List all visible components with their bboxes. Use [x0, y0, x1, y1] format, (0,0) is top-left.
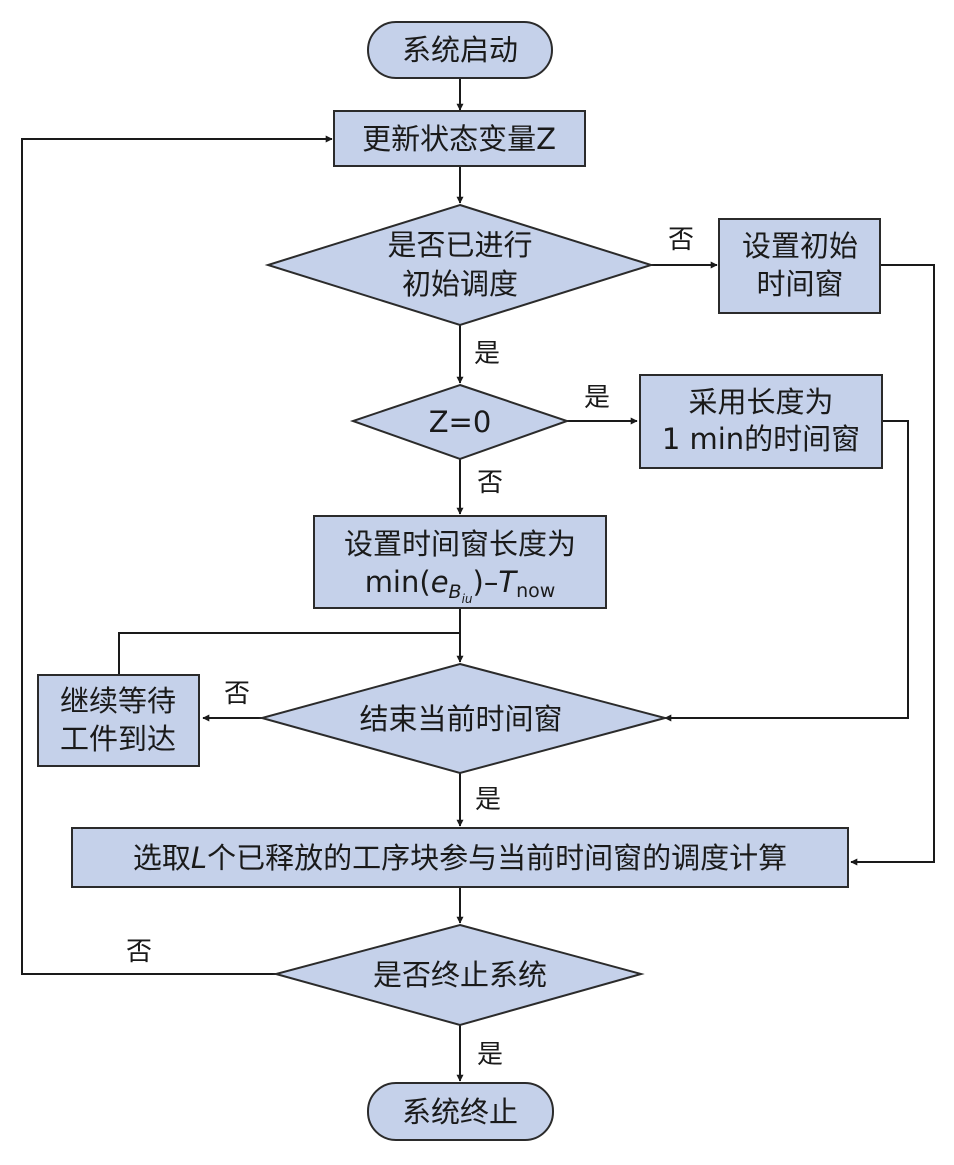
terminate-check-label: 是否终止系统	[373, 958, 547, 992]
edge-set-window-to-select	[850, 264, 935, 866]
edge-terminate-no-loop-back	[21, 135, 333, 975]
edge-label-window-yes: 是	[475, 785, 501, 815]
update-state-label: 更新状态变量Z	[362, 122, 556, 156]
set-initial-window-label-line2: 时间窗	[756, 267, 843, 301]
select-blocks-suffix: 个已释放的工序块参与当前时间窗的调度计算	[207, 841, 787, 875]
edge-label-window-no: 否	[224, 679, 250, 709]
one-min-window-node: 采用长度为 1 min的时间窗	[639, 374, 883, 469]
edge-label-z-no: 否	[477, 468, 503, 498]
formula-now: now	[516, 580, 555, 602]
one-min-window-label-line2: 1 min的时间窗	[662, 422, 860, 456]
edge-label-terminate-no: 否	[126, 937, 152, 967]
start-label: 系统启动	[402, 33, 518, 67]
edge-label-initial-no: 否	[668, 225, 694, 255]
select-blocks-label: 选取L个已释放的工序块参与当前时间窗的调度计算	[133, 841, 787, 875]
check-z-node: Z=0	[349, 383, 571, 461]
end-label: 系统终止	[402, 1095, 518, 1129]
edge-label-z-yes: 是	[584, 383, 610, 413]
edge-wait-loop-back	[118, 632, 460, 675]
check-initial-node: 是否已进行 初始调度	[264, 203, 655, 327]
start-node: 系统启动	[367, 21, 553, 79]
formula-min-open: min(	[365, 565, 431, 599]
set-window-length-label-line1: 设置时间窗长度为	[344, 527, 576, 561]
edge-label-initial-yes: 是	[474, 339, 500, 369]
set-window-length-node: 设置时间窗长度为 min(eBiu)–Tnow	[313, 515, 607, 609]
continue-wait-label-line2: 工件到达	[60, 722, 176, 756]
end-window-node: 结束当前时间窗	[258, 662, 669, 775]
formula-iu: iu	[462, 592, 473, 606]
set-initial-window-node: 设置初始 时间窗	[718, 218, 881, 314]
select-blocks-l: L	[191, 841, 207, 875]
one-min-window-label-line1: 采用长度为	[688, 385, 833, 419]
formula-e: e	[431, 565, 449, 599]
select-blocks-prefix: 选取	[133, 841, 191, 875]
check-initial-label-line1: 是否已进行	[387, 228, 532, 262]
continue-wait-label-line1: 继续等待	[60, 684, 176, 718]
formula-b: B	[449, 581, 462, 603]
edge-one-min-to-end-window	[664, 420, 909, 722]
set-initial-window-label-line1: 设置初始	[742, 229, 858, 263]
set-window-length-formula: min(eBiu)–Tnow	[365, 565, 556, 606]
select-blocks-node: 选取L个已释放的工序块参与当前时间窗的调度计算	[71, 827, 849, 888]
terminate-check-node: 是否终止系统	[272, 923, 645, 1027]
end-node: 系统终止	[367, 1082, 554, 1141]
continue-wait-node: 继续等待 工件到达	[37, 674, 200, 767]
check-z-label: Z=0	[429, 405, 492, 439]
end-window-label: 结束当前时间窗	[359, 702, 562, 736]
update-state-node: 更新状态变量Z	[333, 110, 586, 167]
formula-t: T	[498, 565, 518, 599]
edge-label-terminate-yes: 是	[477, 1040, 503, 1070]
check-initial-label-line2: 初始调度	[402, 267, 518, 301]
formula-close-minus: )–	[473, 565, 499, 599]
